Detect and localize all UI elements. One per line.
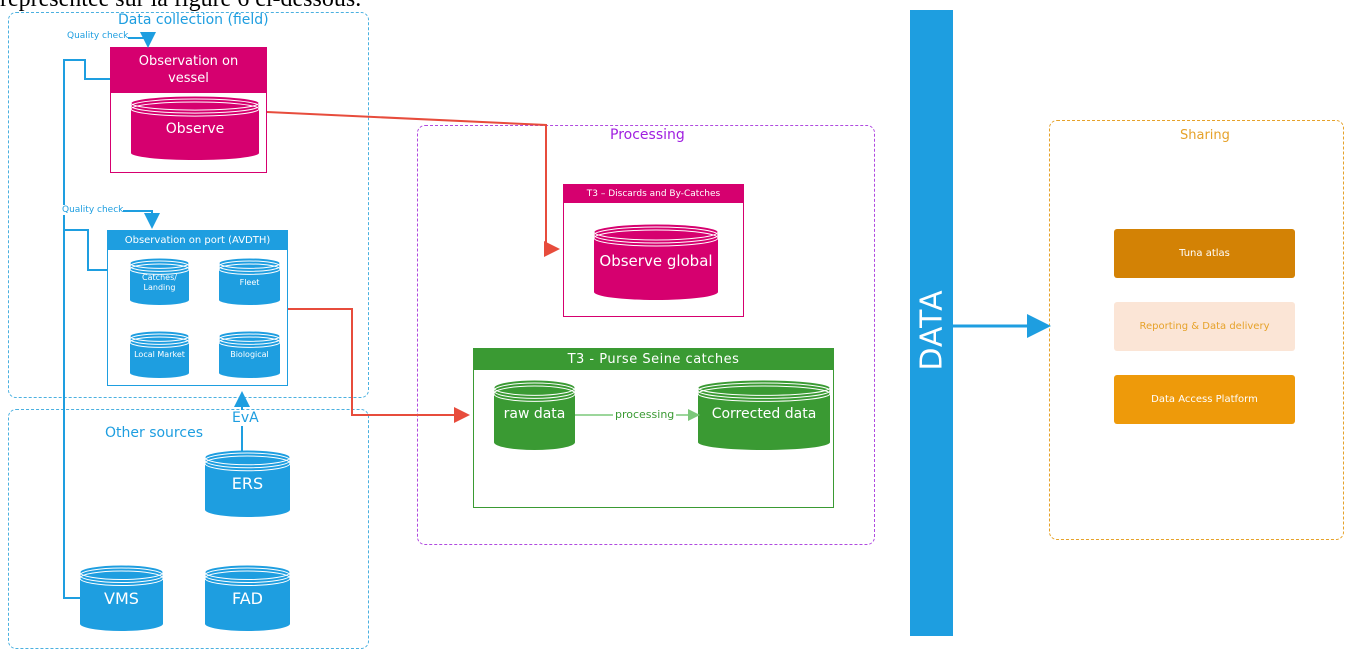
- processing-flow-label: processing: [613, 408, 677, 421]
- data-collection-title: Data collection (field): [118, 12, 269, 28]
- catches-landing-label: Catches/ Landing: [142, 273, 177, 292]
- port-to-raw-line: [288, 308, 470, 423]
- quality-check-connectors: [63, 32, 1051, 599]
- port-observation-header-label: Observation on port (AVDTH): [124, 234, 271, 246]
- tuna-atlas-button[interactable]: Tuna atlas: [1114, 229, 1295, 278]
- raw-data-cylinder: [493, 379, 576, 450]
- vms-to-vessel-line: [63, 59, 110, 599]
- eva-label: EvA: [232, 410, 259, 426]
- biological-label: Biological: [230, 350, 269, 359]
- data-access-platform-label: Data Access Platform: [1151, 394, 1258, 405]
- observe-global-cylinder: [593, 223, 719, 300]
- quality-check-label-2: Quality check: [62, 205, 124, 215]
- data-collection-group: [8, 12, 369, 398]
- processing-group: [417, 125, 875, 545]
- reporting-button[interactable]: Reporting & Data delivery: [1114, 302, 1295, 351]
- data-access-platform-button[interactable]: Data Access Platform: [1114, 375, 1295, 424]
- observe-db-cylinder: [130, 95, 260, 161]
- vms-cylinder: [79, 564, 164, 631]
- corrected-data-label: Corrected data: [711, 406, 817, 422]
- port-observation-header: Observation on port (AVDTH): [107, 230, 288, 250]
- observe-to-global-line: [266, 111, 560, 257]
- observe-global-label: Observe global: [599, 252, 713, 270]
- fad-cylinder: [204, 564, 291, 631]
- observe-db-label: Observe: [165, 121, 225, 137]
- discards-header: T3 – Discards and By-Catches: [563, 184, 744, 203]
- tuna-atlas-label: Tuna atlas: [1179, 248, 1230, 259]
- caption-text: représentée sur la figure 6 ci-dessous.: [0, 0, 361, 13]
- ers-cylinder: [204, 449, 291, 517]
- ers-label: ERS: [231, 474, 264, 493]
- quality-check-2-arrow: [122, 210, 160, 229]
- purse-seine-header-label: T3 - Purse Seine catches: [567, 351, 740, 367]
- vms-to-port-line: [64, 229, 107, 271]
- diagram-graphics: [63, 32, 1051, 631]
- vessel-observation-header: Observation on vessel: [110, 47, 267, 93]
- data-bar: [910, 10, 953, 636]
- quality-check-label-1: Quality check: [67, 31, 129, 41]
- raw-data-label: raw data: [503, 406, 566, 422]
- reporting-label: Reporting & Data delivery: [1139, 321, 1270, 332]
- biological-cylinder: [218, 330, 281, 378]
- corrected-data-cylinder: [697, 379, 831, 450]
- vessel-observation-header-label: Observation on vessel: [138, 54, 239, 86]
- fleet-cylinder: [218, 257, 281, 305]
- vms-label: VMS: [104, 589, 139, 608]
- purse-seine-header: T3 - Purse Seine catches: [473, 348, 834, 370]
- local-market-cylinder: [129, 330, 190, 378]
- catches-landing-cylinder: [129, 257, 190, 305]
- processing-title: Processing: [610, 127, 685, 143]
- other-sources-title: Other sources: [105, 425, 203, 441]
- local-market-label: Local Market: [134, 350, 185, 359]
- red-connectors: [266, 111, 560, 423]
- fleet-label: Fleet: [239, 278, 260, 287]
- sharing-title: Sharing: [1180, 128, 1230, 143]
- fad-label: FAD: [232, 589, 263, 608]
- discards-header-label: T3 – Discards and By-Catches: [586, 188, 721, 199]
